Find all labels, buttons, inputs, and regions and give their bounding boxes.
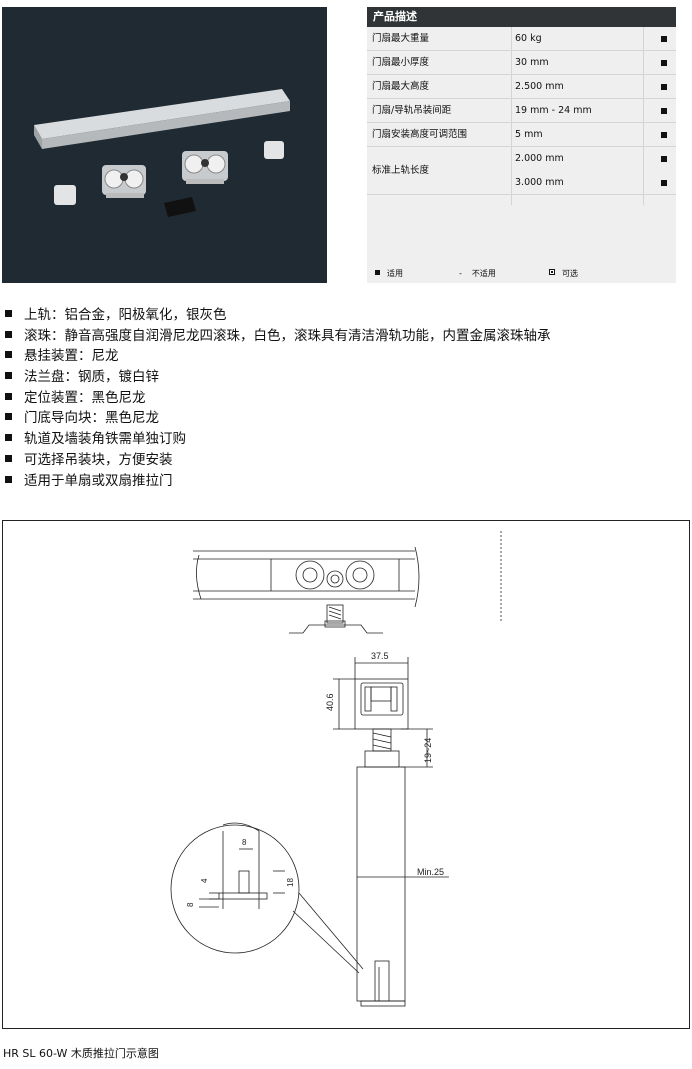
legend-optional: 可选 — [549, 269, 578, 279]
spec-table: 产品描述 门扇最大重量 60 kg 门扇最小厚度 30 mm 门扇最大高度 2.… — [367, 7, 676, 283]
figure-caption: HR SL 60-W 木质推拉门示意图 — [3, 1047, 159, 1060]
spec-value: 2.000 mm — [515, 153, 564, 164]
spec-label: 门扇最小厚度 — [372, 57, 430, 68]
guide-detail-circle: 8 4 18 8 — [170, 822, 364, 974]
list-item: 门底导向块：黑色尼龙 — [5, 408, 551, 429]
spec-row: 门扇最大重量 60 kg — [367, 27, 676, 51]
detail-8-left-label: 8 — [186, 902, 195, 907]
list-item: 滚珠：静音高强度自润滑尼龙四滚珠，白色，滚珠具有清洁滑轨功能，内置金属滚珠轴承 — [5, 326, 551, 347]
spec-value: 3.000 mm — [515, 177, 564, 188]
dim-min-label: Min.25 — [417, 867, 444, 877]
applicable-mark-icon — [661, 36, 667, 42]
hanger-end-view: 37.5 40.6 19~24 Min.25 — [325, 651, 449, 1007]
dim-height-label: 40.6 — [325, 693, 335, 711]
spec-label: 门扇/导轨吊装间距 — [372, 105, 452, 116]
list-item: 定位装置：黑色尼龙 — [5, 388, 551, 409]
bullet-icon — [5, 475, 12, 483]
list-item: 可选择吊装块，方便安装 — [5, 450, 551, 471]
list-item: 上轨：铝合金，阳极氧化，银灰色 — [5, 305, 551, 326]
dim-width-label: 37.5 — [371, 651, 389, 661]
applicable-mark-icon — [661, 132, 667, 138]
bullet-icon — [5, 392, 12, 400]
spec-value: 5 mm — [515, 129, 543, 140]
list-item: 悬挂装置：尼龙 — [5, 346, 551, 367]
spec-row: 门扇最大高度 2.500 mm — [367, 75, 676, 99]
dim-gap-label: 19~24 — [423, 738, 433, 763]
applicable-mark-icon — [661, 84, 667, 90]
detail-4-label: 4 — [200, 878, 209, 883]
list-item: 法兰盘：钢质，镀白锌 — [5, 367, 551, 388]
spec-value: 2.500 mm — [515, 81, 564, 92]
applicable-mark-icon — [661, 156, 667, 162]
applicable-mark-icon — [661, 180, 667, 186]
bullet-icon — [5, 310, 12, 317]
legend: 适用 -不适用 可选 — [367, 265, 676, 283]
column-divider — [511, 27, 512, 205]
detail-8-top-label: 8 — [242, 838, 247, 847]
filled-square-icon — [375, 270, 380, 275]
spec-row: 门扇/导轨吊装间距 19 mm - 24 mm — [367, 99, 676, 123]
bullet-icon — [5, 434, 12, 442]
applicable-mark-icon — [661, 108, 667, 114]
bullet-icon — [5, 351, 12, 359]
spec-row: 标准上轨长度 2.000 mm 3.000 mm — [367, 147, 676, 195]
spec-value: 60 kg — [515, 33, 542, 44]
open-square-icon — [549, 269, 555, 275]
product-photo — [2, 7, 327, 283]
spec-row: 门扇安装高度可调范围 5 mm — [367, 123, 676, 147]
column-divider — [643, 27, 644, 205]
legend-not-applicable: -不适用 — [459, 269, 496, 278]
spec-value: 30 mm — [515, 57, 549, 68]
list-item: 轨道及墙装角铁需单独订购 — [5, 429, 551, 450]
bullet-icon — [5, 372, 12, 380]
spec-value: 19 mm - 24 mm — [515, 105, 592, 116]
technical-drawing: 37.5 40.6 19~24 Min.25 — [2, 520, 690, 1029]
legend-applicable: 适用 — [375, 269, 403, 279]
bullet-icon — [5, 330, 12, 338]
applicable-mark-icon — [661, 60, 667, 66]
spec-row: 门扇最小厚度 30 mm — [367, 51, 676, 75]
spec-label: 门扇安装高度可调范围 — [372, 129, 468, 140]
spec-table-title: 产品描述 — [367, 7, 676, 27]
spec-label: 门扇最大高度 — [372, 81, 430, 92]
feature-list: 上轨：铝合金，阳极氧化，银灰色 滚珠：静音高强度自润滑尼龙四滚珠，白色，滚珠具有… — [5, 305, 551, 491]
spec-label: 标准上轨长度 — [372, 165, 430, 176]
rail-side-view — [193, 531, 502, 634]
spec-label: 门扇最大重量 — [372, 33, 430, 44]
list-item: 适用于单扇或双扇推拉门 — [5, 471, 551, 492]
detail-18-label: 18 — [286, 878, 295, 887]
bullet-icon — [5, 454, 12, 462]
bullet-icon — [5, 413, 12, 421]
